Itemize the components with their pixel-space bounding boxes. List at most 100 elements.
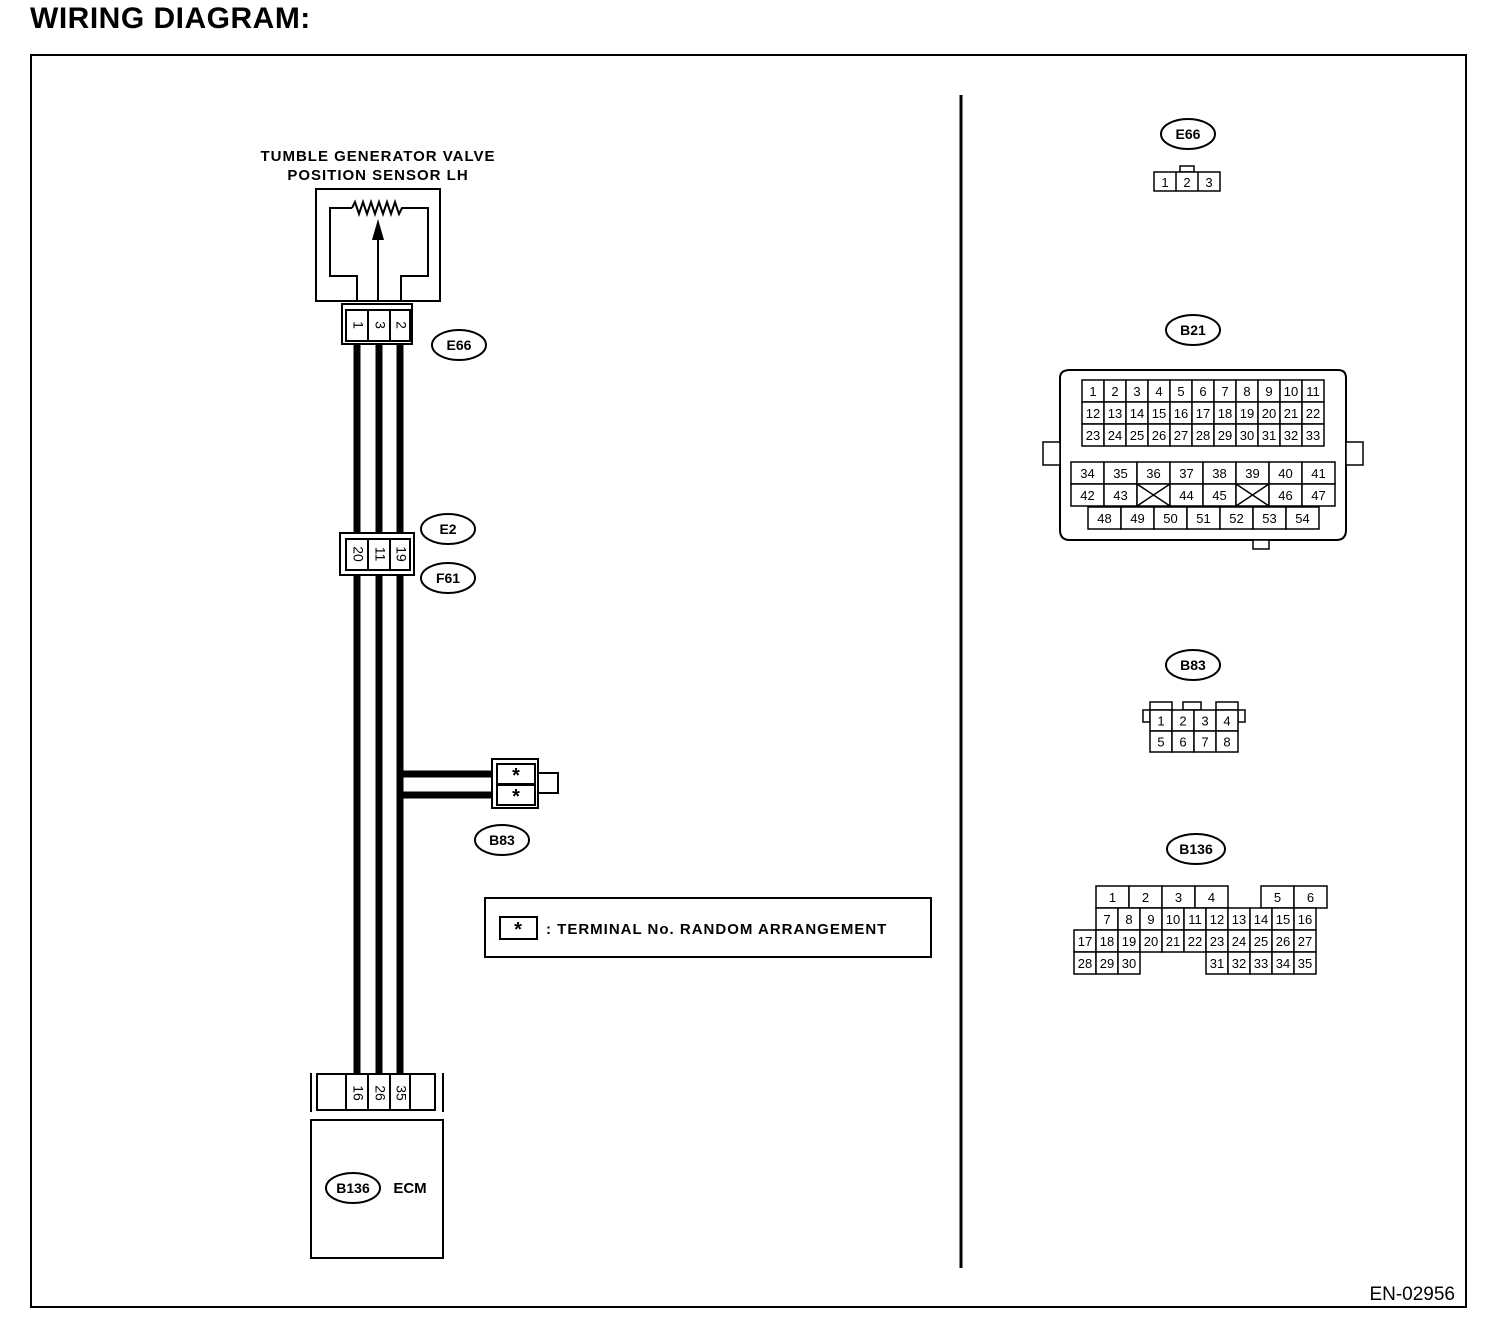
ecm-pin-2: 26 xyxy=(372,1085,388,1101)
b136-view-pin: 5 xyxy=(1274,890,1281,905)
b136-view-pin: 10 xyxy=(1166,912,1180,927)
b136-view-pin: 33 xyxy=(1254,956,1268,971)
sensor-pin-3: 2 xyxy=(393,321,409,329)
b83-view-pin: 1 xyxy=(1157,714,1164,729)
b21-pin: 36 xyxy=(1146,466,1160,481)
b136-view-pin: 4 xyxy=(1208,890,1215,905)
e66-view-pin: 2 xyxy=(1183,175,1190,190)
ecm-pin-1: 16 xyxy=(350,1085,366,1101)
sensor-connector-label: E66 xyxy=(447,337,472,353)
b136-view-pin: 2 xyxy=(1142,890,1149,905)
figure-id: EN-02956 xyxy=(1369,1284,1455,1305)
b83-link-label: B83 xyxy=(489,832,515,848)
connector-view-b21-label: B21 xyxy=(1180,322,1206,338)
b21-pin: 5 xyxy=(1177,384,1184,399)
b21-pin: 27 xyxy=(1174,428,1188,443)
b136-view-pin: 20 xyxy=(1144,934,1158,949)
b136-view-pin: 14 xyxy=(1254,912,1268,927)
connector-view-e66: E66 1 2 3 xyxy=(1153,118,1221,192)
b21-pin: 49 xyxy=(1130,511,1144,526)
b136-view-pin: 30 xyxy=(1122,956,1136,971)
b21-pin: 14 xyxy=(1130,406,1144,421)
b21-pin: 53 xyxy=(1262,511,1276,526)
b136-view-pin: 28 xyxy=(1078,956,1092,971)
b83-view-pin: 3 xyxy=(1201,714,1208,729)
b83-view-pin: 4 xyxy=(1223,714,1230,729)
b21-pin: 12 xyxy=(1086,406,1100,421)
b83-view-pin-cell xyxy=(1215,730,1239,753)
b136-view-pin: 31 xyxy=(1210,956,1224,971)
b21-pin: 6 xyxy=(1199,384,1206,399)
b136-view-pin: 25 xyxy=(1254,934,1268,949)
b21-pin: 18 xyxy=(1218,406,1232,421)
harness-wires xyxy=(353,344,496,1076)
joint-tag-top xyxy=(420,513,476,545)
b21-pin: 50 xyxy=(1163,511,1177,526)
b21-pin: 32 xyxy=(1284,428,1298,443)
b21-pin: 31 xyxy=(1262,428,1276,443)
b21-pin: 17 xyxy=(1196,406,1210,421)
ecm-connector-label: B136 xyxy=(336,1180,370,1196)
b21-pin: 24 xyxy=(1108,428,1122,443)
sensor-label-line1: TUMBLE GENERATOR VALVE xyxy=(260,148,495,165)
b21-pin: 15 xyxy=(1152,406,1166,421)
b21-pin: 34 xyxy=(1080,466,1094,481)
b21-pin: 28 xyxy=(1196,428,1210,443)
legend: * : TERMINAL No. RANDOM ARRANGEMENT xyxy=(484,897,932,958)
b21-pin-blank-mark xyxy=(1235,483,1270,507)
b136-view-pin: 34 xyxy=(1276,956,1290,971)
b21-pin: 3 xyxy=(1133,384,1140,399)
b136-view-pin: 17 xyxy=(1078,934,1092,949)
b83-view-pin: 2 xyxy=(1179,714,1186,729)
b136-view-pin: 7 xyxy=(1103,912,1110,927)
b21-pin: 13 xyxy=(1108,406,1122,421)
joint-pin-1: 20 xyxy=(350,546,366,562)
joint-label-top: E2 xyxy=(439,521,456,537)
b83-view-pin: 7 xyxy=(1201,735,1208,750)
b136-view-pin: 23 xyxy=(1210,934,1224,949)
b83-view-pin: 5 xyxy=(1157,735,1164,750)
b21-pin: 10 xyxy=(1284,384,1298,399)
b21-pin: 42 xyxy=(1080,488,1094,503)
b136-view-pin: 26 xyxy=(1276,934,1290,949)
b136-view-pin: 13 xyxy=(1232,912,1246,927)
b136-view-pin: 18 xyxy=(1100,934,1114,949)
b136-view-pin: 16 xyxy=(1298,912,1312,927)
b21-pin: 48 xyxy=(1097,511,1111,526)
b21-pin: 41 xyxy=(1311,466,1325,481)
joint-tag-bottom xyxy=(420,562,476,594)
b136-view-pin: 11 xyxy=(1188,912,1202,927)
b136-view-pin: 24 xyxy=(1232,934,1246,949)
e66-view-pin: 1 xyxy=(1161,175,1168,190)
b83-view-pin: 8 xyxy=(1223,735,1230,750)
b136-view-pin: 35 xyxy=(1298,956,1312,971)
sensor-pin-2: 3 xyxy=(372,321,388,329)
connector-view-b21-tag xyxy=(1165,314,1221,346)
b136-view-pin: 19 xyxy=(1122,934,1136,949)
page-title: WIRING DIAGRAM: xyxy=(30,2,311,35)
b21-pin: 30 xyxy=(1240,428,1254,443)
b21-pin: 51 xyxy=(1196,511,1210,526)
b136-view-pin: 8 xyxy=(1125,912,1132,927)
b21-pin: 45 xyxy=(1212,488,1226,503)
b21-pin: 9 xyxy=(1265,384,1272,399)
b136-view-pin: 15 xyxy=(1276,912,1290,927)
b136-view-pin: 6 xyxy=(1307,890,1314,905)
b136-view-pin: 32 xyxy=(1232,956,1246,971)
b83-link-pin-1: * xyxy=(512,765,520,787)
b83-link-connector: * * B83 xyxy=(474,758,559,856)
b21-pin: 43 xyxy=(1113,488,1127,503)
b21-pin: 20 xyxy=(1262,406,1276,421)
joint-pin-2: 11 xyxy=(372,547,388,562)
b136-view-pin: 3 xyxy=(1175,890,1182,905)
sensor: TUMBLE GENERATOR VALVE POSITION SENSOR L… xyxy=(260,148,495,361)
b136-view-pin: 1 xyxy=(1109,890,1116,905)
diagram-frame xyxy=(30,54,1467,1308)
ecm-pin-3: 35 xyxy=(393,1085,409,1101)
